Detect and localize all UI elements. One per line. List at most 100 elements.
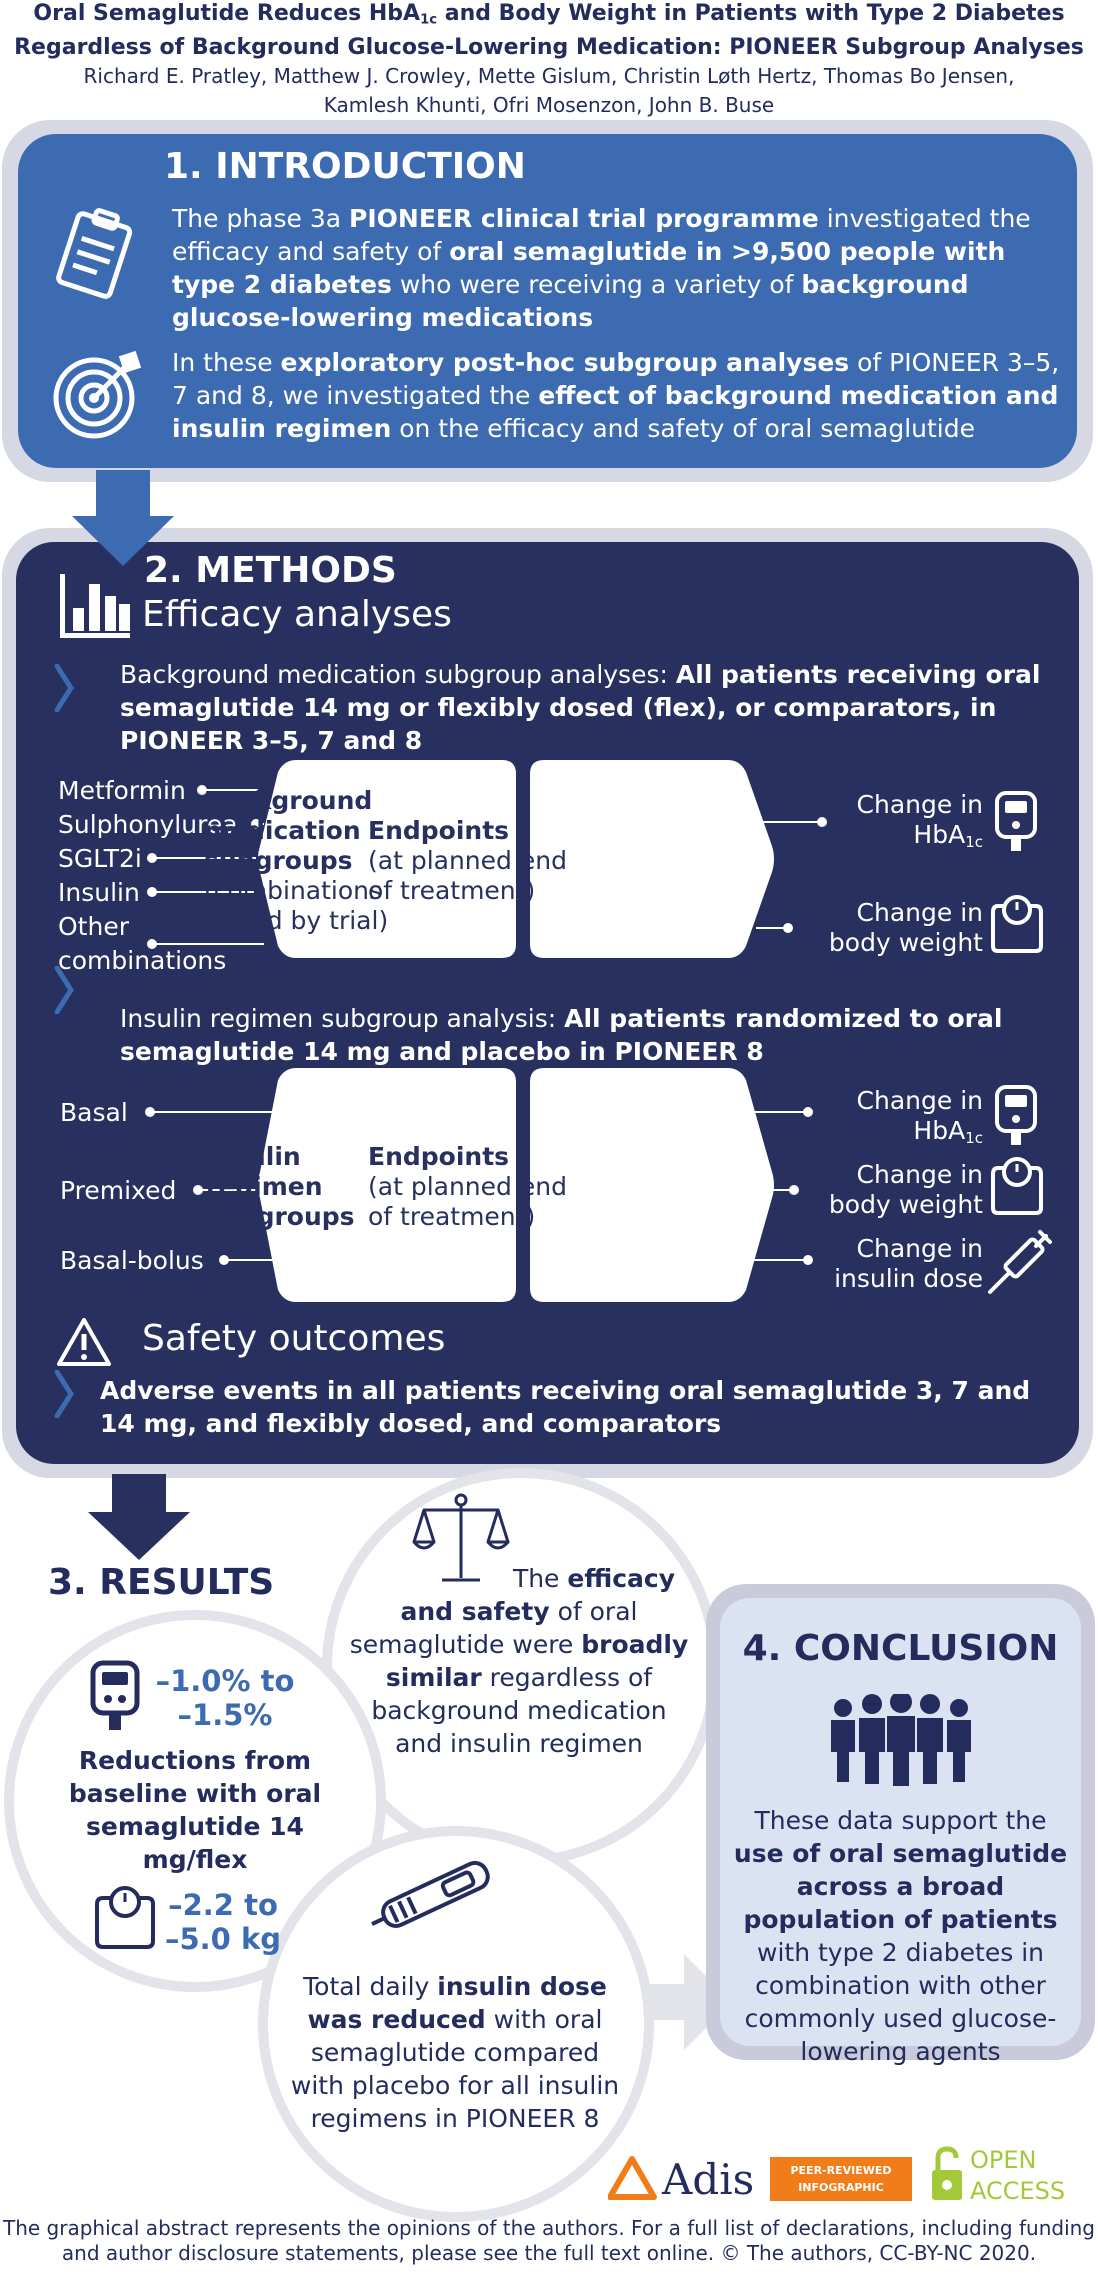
insulin-subgroups-hexagon: [258, 1068, 516, 1302]
insulin-dose-text: Total daily insulin dose was reduced wit…: [290, 1970, 620, 2135]
group-of-people-icon: [831, 1694, 971, 1786]
text: regardless of background medication and …: [371, 1663, 667, 1758]
chevron-right-icon: [54, 966, 74, 1014]
item-combinations: combinations: [58, 946, 227, 975]
title-line-2: Regardless of Background Glucose-Lowerin…: [14, 35, 1084, 61]
weighing-scale-icon: [991, 895, 1043, 953]
text: Insulin regimen subgroup analysis:: [120, 1004, 565, 1033]
text-bold: use of oral semaglutide across a broad p…: [733, 1839, 1068, 1934]
text: HbA: [913, 820, 966, 849]
text: with type 2 diabetes in combination with…: [744, 1938, 1057, 2066]
endpoints-hexagon-1: [530, 760, 774, 958]
text: –1.5%: [177, 1698, 273, 1732]
hba1c-reduction-value: –1.0% to–1.5%: [150, 1664, 300, 1732]
arrow-down-icon: [72, 470, 174, 566]
insulin-pen-icon: [371, 1860, 490, 1928]
text: –5.0 kg: [164, 1922, 281, 1956]
item-sulphonylurea: Sulphonylurea: [58, 810, 238, 839]
text: Change in: [856, 1086, 983, 1115]
adis-logo-text: Adis: [662, 2155, 755, 2204]
title-line-1: Oral Semaglutide Reduces HbA1c and Body …: [0, 0, 1098, 34]
introduction-paragraph-2: In these exploratory post-hoc subgroup a…: [172, 346, 1072, 445]
text-bold: effect of background medication and insu…: [172, 381, 1059, 443]
text: of treatment): [368, 1202, 536, 1231]
authors-line-2: Kamlesh Khunti, Ofri Mosenzon, John B. B…: [323, 93, 775, 118]
text-bold: regimen: [206, 1172, 323, 1201]
text-bold: Endpoints: [368, 1142, 510, 1171]
text-bold: All patients randomized to oral semaglut…: [120, 1004, 1003, 1066]
endpoints-hexagon-2: [530, 1068, 774, 1302]
conclusion-panel: 4. CONCLUSION These data support the use…: [720, 1598, 1081, 2066]
peer-reviewed-badge: PEER-REVIEWED INFOGRAPHIC: [770, 2157, 912, 2201]
item-other: Other: [58, 912, 129, 941]
item-metformin: Metformin: [58, 776, 186, 805]
title-text: Oral Semaglutide Reduces HbA: [33, 1, 421, 26]
text-bold: background glucose-lowering medications: [172, 270, 969, 332]
text-bold: efficacy and safety: [400, 1564, 676, 1626]
syringe-icon: [988, 1230, 1052, 1294]
efficacy-safety-text: The efficacy and safety of oral semaglut…: [344, 1562, 694, 1760]
text: Change in: [856, 1160, 983, 1189]
conclusion-title: 4. CONCLUSION: [742, 1628, 1059, 1669]
methods-diagram: [145, 760, 827, 1302]
text: INFOGRAPHIC: [798, 2181, 884, 2194]
text: Change in: [856, 790, 983, 819]
item-insulin: Insulin: [58, 878, 140, 907]
subscript: 1c: [965, 832, 983, 851]
arrow-right-icon: [644, 1954, 732, 2050]
text: The phase 3a: [172, 204, 350, 233]
weighing-scale-icon: [991, 1157, 1043, 1215]
warning-icon: [57, 1318, 111, 1366]
methods-section: 2. METHODS Efficacy analyses Background …: [2, 528, 1093, 1478]
safety-description: Adverse events in all patients receiving…: [100, 1376, 1031, 1438]
text: ACCESS: [970, 2177, 1066, 2205]
text: insulin dose: [834, 1264, 983, 1293]
text: Change in: [856, 1234, 983, 1263]
text-bold: broadly similar: [385, 1630, 689, 1692]
text-bold: All patients receiving oral semaglutide …: [120, 660, 1041, 755]
efficacy-heading: Efficacy analyses: [142, 594, 452, 635]
text-bold: Endpoints: [368, 816, 510, 845]
target-icon: [53, 350, 142, 439]
text-bold: subgroups: [204, 846, 353, 875]
text: PEER-REVIEWED: [790, 2164, 892, 2177]
text: –2.2 to: [168, 1888, 278, 1922]
text: (combinations: [204, 876, 383, 905]
text: investigated the efficacy and safety of: [172, 204, 1031, 266]
text: varied by trial): [204, 906, 389, 935]
text: (at planned end: [368, 1172, 567, 1201]
header: Oral Semaglutide Reduces HbA1c and Body …: [0, 0, 1098, 120]
conclusion-text: These data support the use of oral semag…: [730, 1804, 1071, 2068]
text: on the efficacy and safety of oral semag…: [391, 414, 975, 443]
glucose-meter-icon: [90, 1660, 140, 1730]
title-text: and Body Weight in Patients with Type 2 …: [437, 1, 1065, 26]
item-premixed: Premixed: [60, 1176, 177, 1205]
text: In these: [172, 348, 281, 377]
text: of treatment): [368, 876, 536, 905]
text-bold: Insulin: [206, 1142, 301, 1171]
introduction-paragraph-1: The phase 3a PIONEER clinical trial prog…: [172, 202, 1072, 334]
text: These data support the: [754, 1806, 1047, 1835]
background-medication-description: Background medication subgroup analyses:…: [120, 658, 1060, 757]
item-basal-bolus: Basal-bolus: [60, 1246, 204, 1275]
glucose-meter-icon: [995, 791, 1037, 851]
arrow-down-icon: [88, 1474, 190, 1560]
chevron-right-icon: [54, 1370, 74, 1418]
methods-panel: 2. METHODS Efficacy analyses Background …: [16, 542, 1079, 1464]
text: Total daily: [303, 1972, 438, 2001]
insulin-subgroups-text: Insulin regimen subgroups: [206, 1142, 355, 1232]
balance-scale-icon: [412, 1493, 510, 1582]
bar-chart-icon: [60, 574, 130, 638]
text: Change in: [856, 898, 983, 927]
methods-title: 2. METHODS: [144, 550, 397, 591]
text-bold: PIONEER clinical trial programme: [349, 204, 819, 233]
text: with oral semaglutide compared with plac…: [290, 2005, 620, 2133]
text: of PIONEER 3–5, 7 and 8, we investigated…: [172, 348, 1060, 410]
introduction-section: 1. INTRODUCTION The phase 3a PIONEER cli…: [2, 120, 1093, 482]
clipboard-icon: [56, 208, 133, 299]
